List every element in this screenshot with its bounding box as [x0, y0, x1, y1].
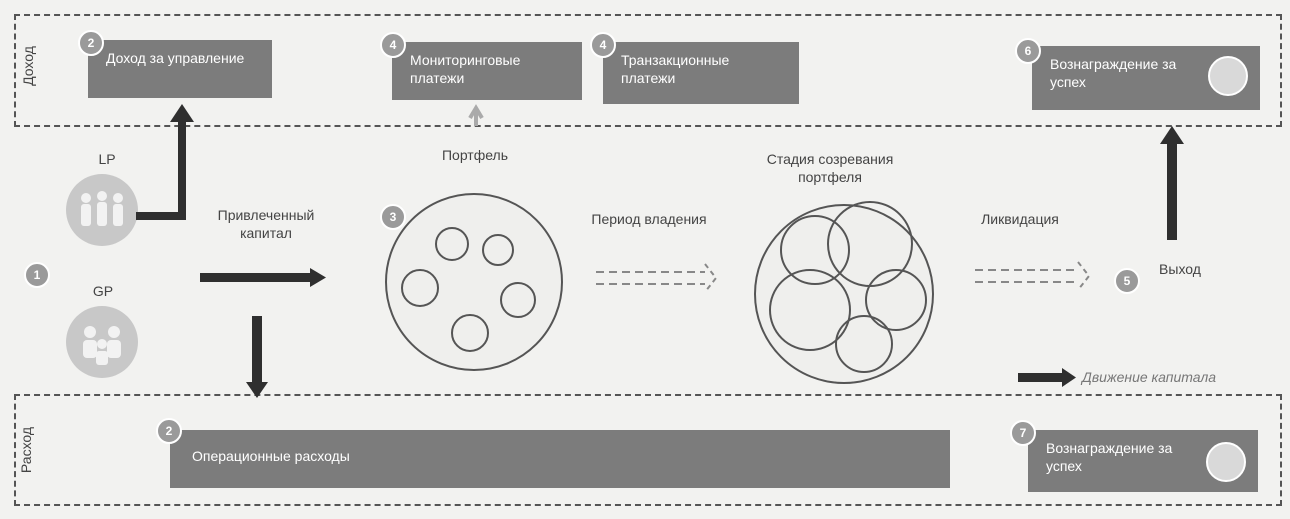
operating-expenses-label: Операционные расходы	[192, 448, 350, 464]
capital-arrow	[200, 273, 312, 282]
carried-interest-income-label: Вознаграждение за успех	[1050, 56, 1177, 90]
carried-interest-income-badge: 6	[1015, 38, 1041, 64]
portfolio-badge: 3	[380, 204, 406, 230]
transaction-fee-badge: 4	[590, 32, 616, 58]
portfolio-label: Портфель	[441, 147, 509, 163]
monitoring-fee-box: Мониторинговые платежи	[392, 42, 582, 100]
holding-period-arrow	[596, 271, 705, 285]
exit-badge: 5	[1114, 268, 1140, 294]
legend-label: Движение капитала	[1082, 369, 1217, 385]
raised-capital-label: Привлеченный капитал	[217, 207, 315, 242]
operating-expenses-badge: 2	[156, 418, 182, 444]
portfolio-up-arrow	[468, 104, 484, 126]
liquidation-arrow	[975, 269, 1078, 283]
holding-period-label: Период владения	[591, 211, 707, 227]
expense-arrow	[252, 316, 262, 386]
portfolio-circle	[385, 193, 563, 371]
management-fee-label: Доход за управление	[106, 50, 245, 66]
lp-to-fee-arrow	[136, 118, 186, 220]
monitoring-fee-badge: 4	[380, 32, 406, 58]
gp-group-icon	[66, 306, 138, 378]
matured-portfolio-circle	[754, 201, 934, 384]
maturity-label: Стадия созревания портфеля	[766, 151, 894, 186]
carried-interest-expense-badge: 7	[1010, 420, 1036, 446]
investors-badge: 1	[24, 262, 50, 288]
transaction-fee-box: Транзакционные платежи	[603, 42, 799, 104]
exit-up-arrow	[1167, 140, 1177, 240]
lp-group-icon	[66, 174, 138, 246]
medal-icon	[1208, 56, 1248, 96]
expense-zone	[14, 394, 1282, 506]
exit-label: Выход	[1159, 261, 1201, 277]
operating-expenses-box: Операционные расходы	[170, 430, 950, 488]
lp-label: LP	[98, 151, 116, 167]
liquidation-label: Ликвидация	[981, 211, 1059, 227]
income-zone	[14, 14, 1282, 127]
legend-arrow	[1018, 373, 1064, 382]
medal-icon	[1206, 442, 1246, 482]
carried-interest-expense-label: Вознаграждение за успех	[1046, 440, 1173, 474]
management-fee-box: Доход за управление	[88, 40, 272, 98]
transaction-fee-label: Транзакционные платежи	[621, 52, 730, 86]
gp-label: GP	[92, 283, 114, 299]
management-fee-badge: 2	[78, 30, 104, 56]
monitoring-fee-label: Мониторинговые платежи	[410, 52, 521, 86]
